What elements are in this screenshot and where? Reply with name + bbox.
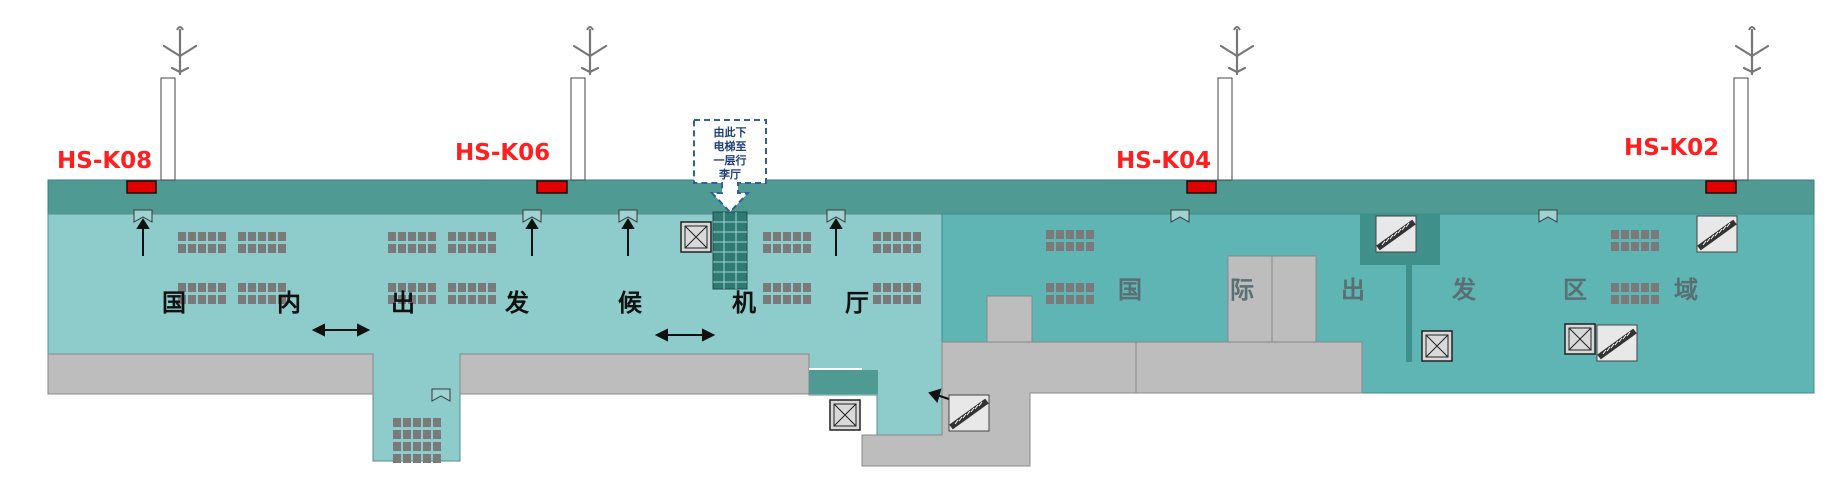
- corridor-south: [809, 370, 878, 394]
- service-zone-box-b: [1135, 341, 1363, 394]
- international-area-char: 区: [1563, 276, 1587, 304]
- elevator-icon: [829, 399, 861, 431]
- international-area-char: 国: [1118, 276, 1142, 304]
- service-zone-box-d: [1271, 255, 1317, 343]
- escalator-icon: [1597, 325, 1637, 361]
- international-area-char: 发: [1451, 276, 1476, 304]
- domestic-hall-char: 厅: [845, 289, 869, 317]
- note-line-3: 一层行: [714, 153, 747, 167]
- escalator-icon: [949, 395, 989, 431]
- service-zone-mid: [459, 353, 810, 395]
- airplane-icon: [572, 25, 608, 76]
- gate-label-k06[interactable]: HS-K06: [455, 140, 550, 166]
- gate-marker-k06[interactable]: [536, 180, 568, 194]
- note-line-1: 由此下: [714, 125, 747, 139]
- airplane-icon: [1734, 25, 1770, 76]
- note-line-4: 李厅: [718, 167, 741, 181]
- service-zone-box-a: [986, 295, 1033, 343]
- escalator-note: 由此下 电梯至 一层行 李厅: [693, 119, 767, 214]
- jet-bridge-k02: [1733, 25, 1770, 181]
- escalator-icon: [1697, 216, 1737, 252]
- gate-marker-k04[interactable]: [1186, 180, 1217, 194]
- gate-marker-k08[interactable]: [126, 180, 157, 194]
- gate-label-k04[interactable]: HS-K04: [1116, 148, 1211, 174]
- service-zone-left: [47, 353, 374, 395]
- domestic-hall-char: 候: [618, 289, 643, 317]
- elevator-icon: [1421, 330, 1453, 362]
- international-area-char: 域: [1674, 276, 1698, 304]
- apron-band: [47, 179, 1815, 215]
- escalator-icon: [712, 211, 748, 290]
- international-area-char: 出: [1341, 276, 1365, 304]
- escalator-icon: [1376, 216, 1416, 252]
- domestic-hall-char: 内: [277, 289, 301, 317]
- gate-marker-k02[interactable]: [1705, 180, 1737, 194]
- airplane-icon: [162, 25, 198, 76]
- gate-label-k02[interactable]: HS-K02: [1624, 135, 1719, 161]
- international-area-char: 际: [1230, 276, 1254, 304]
- jet-bridge-k04: [1217, 25, 1255, 181]
- gate-label-k08[interactable]: HS-K08: [57, 148, 152, 174]
- elevator-icon: [680, 221, 712, 253]
- domestic-hall-char: 发: [504, 289, 529, 317]
- domestic-hall-char: 机: [732, 289, 756, 317]
- jet-bridge-k08: [160, 25, 198, 181]
- domestic-hall-char: 出: [391, 289, 415, 317]
- jet-bridge-k06: [570, 25, 608, 181]
- elevator-icon: [1564, 323, 1596, 355]
- domestic-hall-char: 国: [162, 289, 186, 317]
- note-line-2: 电梯至: [714, 139, 747, 153]
- airplane-icon: [1219, 25, 1255, 76]
